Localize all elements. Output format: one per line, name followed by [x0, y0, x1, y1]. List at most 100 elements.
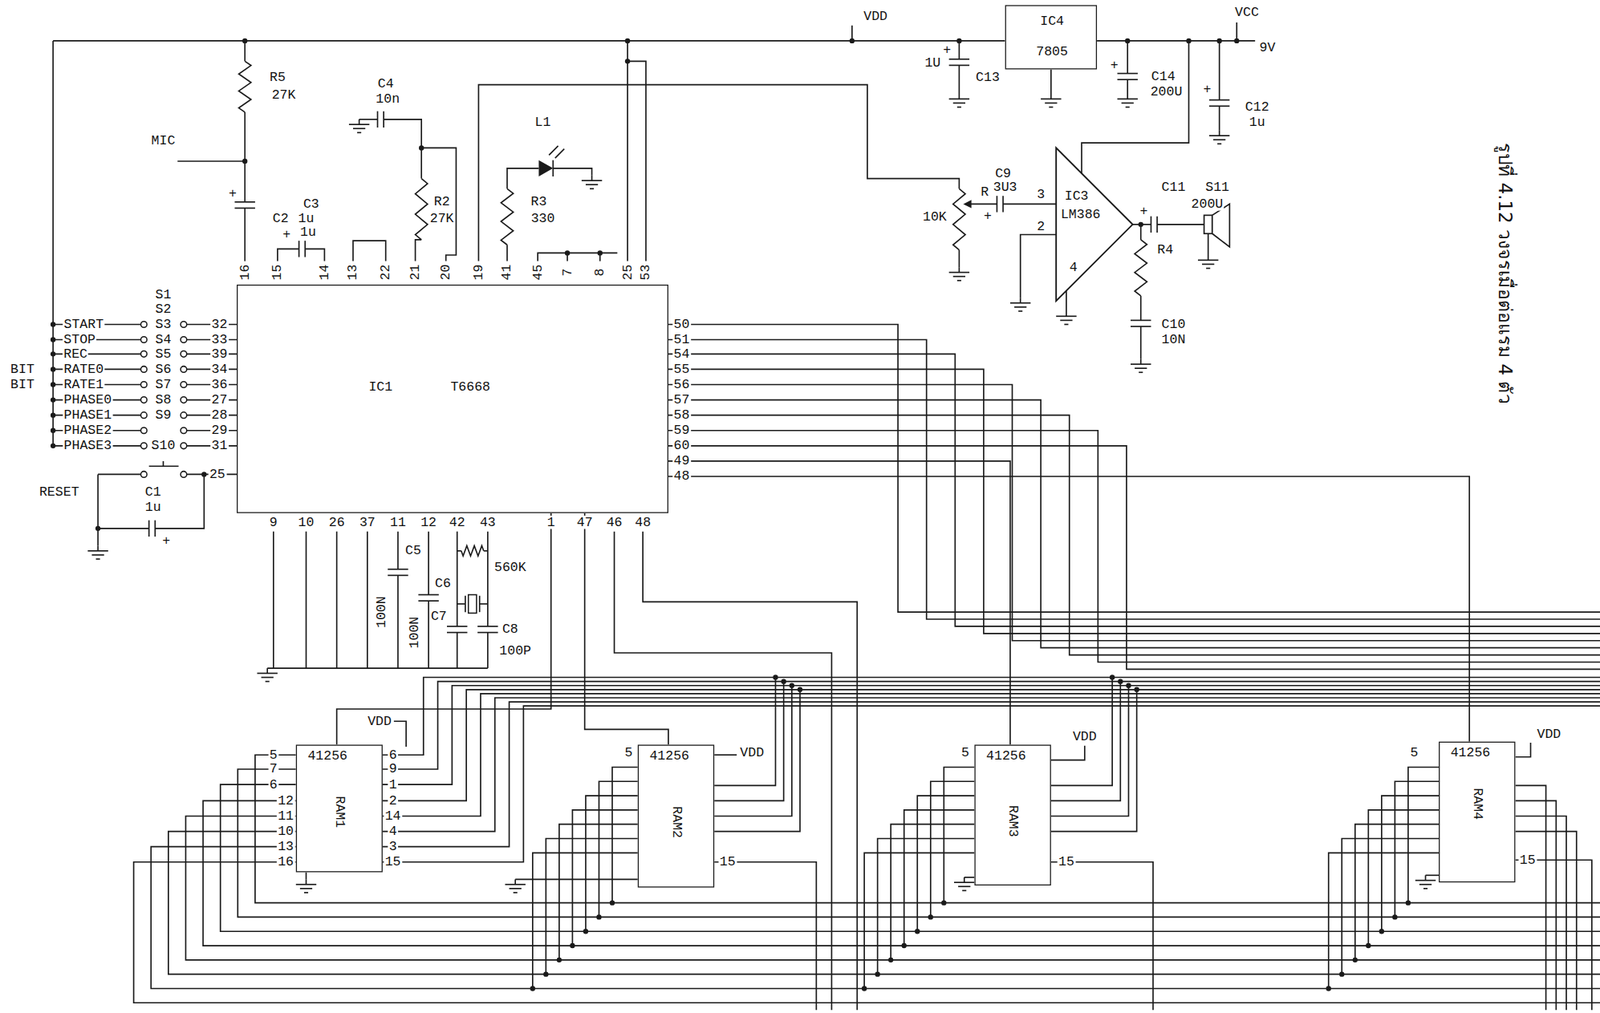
- wire: [479, 603, 488, 606]
- chip-name: RAM2: [670, 805, 684, 840]
- circuit-label: 6: [268, 778, 279, 792]
- wire: [237, 769, 1600, 918]
- wire: [478, 85, 959, 262]
- switch-contact: [140, 337, 147, 344]
- wire: [1157, 223, 1204, 226]
- circuit-label: VCC: [1234, 5, 1260, 20]
- circuit-label: R: [979, 185, 990, 199]
- led-symbol: [548, 146, 558, 155]
- ground-symbol: [266, 668, 269, 674]
- circuit-label: 7: [560, 267, 575, 277]
- wire: [1140, 224, 1142, 240]
- bus-connector: [584, 513, 669, 746]
- resistor-symbol: [239, 60, 252, 113]
- wire: [52, 40, 1005, 42]
- circuit-label: 39: [210, 347, 228, 362]
- ram-chip: 41256RAM3: [974, 744, 1051, 886]
- ground-symbol: [958, 885, 971, 888]
- circuit-label: 11: [389, 515, 407, 530]
- chip-name: RAM4: [1470, 787, 1485, 821]
- circuit-label: 2: [387, 794, 398, 809]
- capacitor-symbol: [148, 520, 151, 537]
- wire: [1381, 795, 1439, 932]
- junction-dot: [242, 158, 248, 164]
- wire: [353, 240, 386, 261]
- ground-symbol: [953, 276, 966, 278]
- circuit-label: 5: [623, 746, 634, 760]
- chip-name: LM386: [1059, 207, 1102, 222]
- circuit-label: C10: [1160, 317, 1186, 332]
- ground-symbol: [958, 93, 961, 99]
- circuit-label: BIT: [9, 362, 36, 377]
- wire: [714, 862, 817, 1011]
- circuit-label: +: [281, 227, 292, 242]
- capacitor-symbol: [234, 201, 255, 204]
- figure-caption: รูปที่ 4.12 วงจรเมื่อต่อแรม 4 ตัว: [1494, 141, 1515, 407]
- wire: [1051, 686, 1129, 817]
- circuit-label: 47: [575, 515, 593, 530]
- wire: [1065, 290, 1068, 311]
- ground-symbol: [1419, 884, 1432, 886]
- junction-dot: [888, 958, 894, 963]
- circuit-label: PHASE1: [62, 408, 113, 423]
- circuit-label: C5: [404, 544, 423, 559]
- circuit-label: 1: [387, 778, 398, 792]
- chip-name: T6668: [449, 380, 492, 394]
- circuit-label: S5: [154, 347, 172, 362]
- junction-dot: [242, 38, 248, 44]
- ram-chip: 41256RAM4: [1438, 742, 1515, 884]
- capacitor-symbol: [996, 195, 999, 212]
- circuit-label: 7: [268, 763, 279, 777]
- wire: [456, 633, 459, 670]
- ground-symbol: [949, 98, 970, 101]
- circuit-label: 36: [210, 377, 228, 392]
- capacitor-symbol: [1150, 216, 1153, 233]
- circuit-label: 1U: [923, 56, 942, 71]
- wire: [1051, 690, 1138, 833]
- switch-contact: [180, 337, 187, 344]
- circuit-label: 100N: [407, 615, 422, 650]
- ground-symbol: [1423, 888, 1428, 890]
- ground-symbol: [97, 545, 99, 551]
- circuit-label: R2: [432, 195, 451, 210]
- ground-symbol: [1121, 102, 1134, 105]
- chip-name: RAM3: [1007, 804, 1021, 839]
- chip-designator: 41256: [306, 749, 349, 764]
- wire: [1051, 746, 1085, 761]
- wire: [1514, 816, 1567, 1012]
- junction-dot: [901, 943, 907, 949]
- wire: [415, 239, 423, 262]
- switch-contact: [180, 471, 187, 479]
- wire: [1235, 22, 1238, 41]
- ground-symbol: [96, 558, 101, 561]
- wire: [1140, 296, 1142, 321]
- chip-designator: IC3: [1063, 189, 1089, 204]
- ram-chip: 41256RAM2: [637, 744, 715, 888]
- circuit-label: 5: [960, 746, 971, 760]
- circuit-label: 13: [276, 840, 295, 854]
- circuit-label: 34: [210, 362, 228, 377]
- circuit-label: 9: [268, 515, 279, 530]
- ground-symbol: [1014, 306, 1027, 309]
- ground-symbol: [296, 884, 317, 886]
- ground-symbol: [958, 267, 961, 273]
- circuit-label: 10N: [1160, 332, 1186, 347]
- ground-symbol: [304, 892, 309, 894]
- circuit-label: S9: [154, 408, 172, 423]
- circuit-label: C7: [430, 609, 448, 624]
- wire: [1051, 862, 1154, 1011]
- wire: [277, 248, 300, 261]
- junction-dot: [928, 914, 934, 920]
- wire: [383, 119, 422, 179]
- junction-dot: [50, 412, 56, 418]
- wire: [185, 816, 1600, 961]
- wire: [243, 112, 246, 203]
- wire: [668, 446, 1600, 671]
- switch-contact: [140, 351, 147, 358]
- switch-contact: [180, 351, 187, 358]
- wire: [1425, 874, 1440, 877]
- circuit-label: S2: [154, 302, 172, 317]
- crystal-symbol: [464, 596, 467, 613]
- amplifier-outline: [1055, 147, 1133, 301]
- circuit-label: 12: [276, 794, 295, 809]
